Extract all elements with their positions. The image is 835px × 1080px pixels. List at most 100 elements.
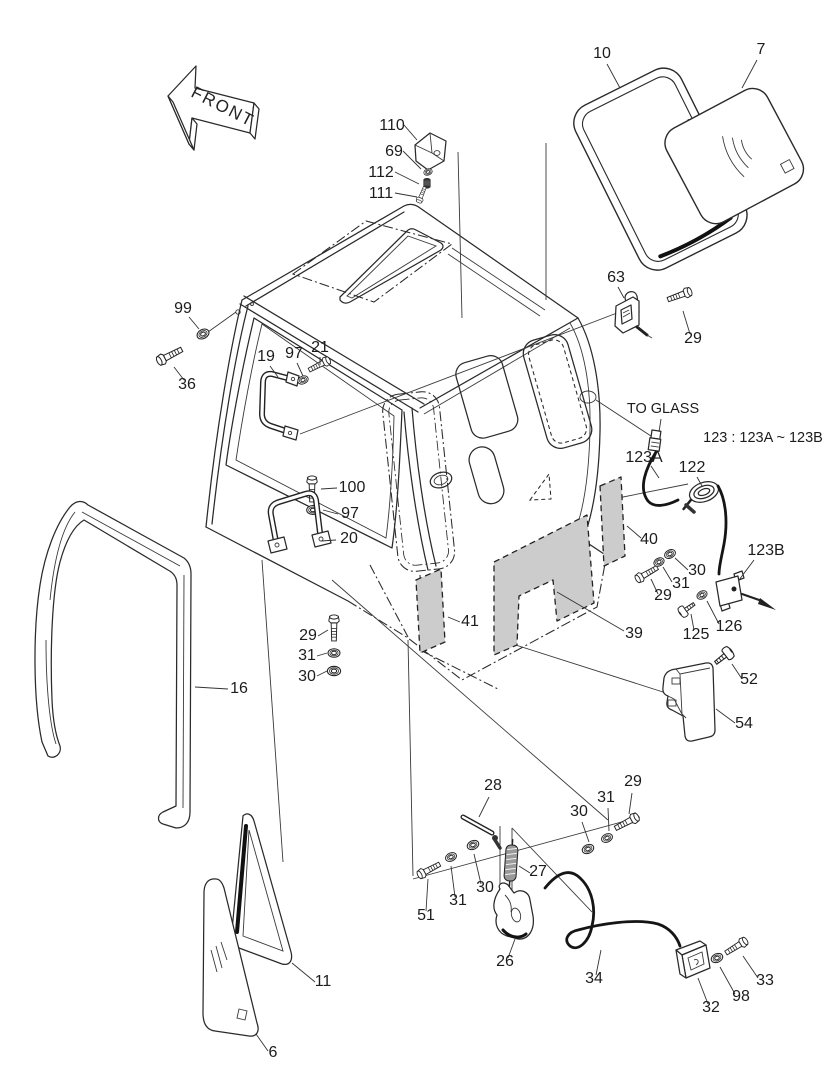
part-label-29d: 29 <box>299 627 317 644</box>
note-to-glass: TO GLASS <box>627 401 699 417</box>
part-label-110: 110 <box>379 117 405 134</box>
part-label-100: 100 <box>339 479 366 496</box>
leader-lines <box>173 59 759 1052</box>
part-label-26: 26 <box>496 953 514 970</box>
part-label-32: 32 <box>702 999 720 1016</box>
part-label-125: 125 <box>683 626 710 643</box>
part-label-10: 10 <box>593 45 611 62</box>
part-label-31a: 31 <box>449 892 467 909</box>
part-label-33: 33 <box>756 972 774 989</box>
handle-20 <box>267 490 332 554</box>
part-label-28: 28 <box>484 777 502 794</box>
striker-63 <box>614 291 653 339</box>
washer-30d <box>326 665 342 677</box>
part-label-29c: 29 <box>654 587 672 604</box>
part-label-97b: 97 <box>341 505 359 522</box>
vent-window-glass-6 <box>202 878 259 1037</box>
part-label-123b: 123B <box>747 542 784 559</box>
washer-30a <box>465 838 481 852</box>
release-cable-assembly <box>543 871 750 979</box>
washer-31a <box>443 850 459 864</box>
part-label-31c: 31 <box>672 575 690 592</box>
door-latch-assembly <box>412 811 642 940</box>
part-label-27: 27 <box>529 863 547 880</box>
part-label-29a: 29 <box>684 330 702 347</box>
rod-28 <box>460 814 502 850</box>
washer-31c <box>651 555 667 569</box>
witness-lines <box>207 143 689 877</box>
part-label-69: 69 <box>385 143 403 160</box>
coil-122 <box>682 481 720 511</box>
handle-19 <box>259 370 300 441</box>
vent-window-seal-11 <box>230 813 293 966</box>
grommet-99 <box>194 326 212 342</box>
part-label-51: 51 <box>417 907 435 924</box>
part-label-52: 52 <box>740 671 758 688</box>
part-label-112: 112 <box>368 164 394 181</box>
part-label-39: 39 <box>625 625 643 642</box>
grommet-69 <box>422 167 434 177</box>
part-label-31d: 31 <box>298 647 316 664</box>
note-range-123: 123 : 123A ~ 123B <box>703 430 823 446</box>
part-label-122: 122 <box>679 459 706 476</box>
part-label-20: 20 <box>340 530 358 547</box>
wire-harness-123 <box>633 429 776 620</box>
part-label-54: 54 <box>735 715 753 732</box>
part-label-30b: 30 <box>570 803 588 820</box>
bolt-stack-left <box>326 614 342 677</box>
part-label-30d: 30 <box>298 668 316 685</box>
cover-54 <box>662 662 716 742</box>
bolt-29b <box>612 811 642 834</box>
bolt-33 <box>722 935 750 958</box>
washer-31d <box>327 648 341 658</box>
bolt-51 <box>415 859 443 881</box>
panel-41 <box>415 568 446 654</box>
part-label-41: 41 <box>461 613 479 630</box>
washer-30b <box>580 842 596 856</box>
switch-123b <box>715 570 776 612</box>
spring-27 <box>503 839 519 887</box>
part-label-21: 21 <box>311 339 329 356</box>
bolt-36 <box>154 344 185 368</box>
screw-125 <box>676 598 698 620</box>
part-label-30c: 30 <box>688 562 706 579</box>
part-label-63: 63 <box>607 269 625 286</box>
part-label-126: 126 <box>716 618 743 635</box>
washer-98 <box>709 951 725 965</box>
part-label-29b: 29 <box>624 773 642 790</box>
part-label-98: 98 <box>732 988 750 1005</box>
cab-body <box>205 203 608 691</box>
latch-lever-26 <box>493 882 535 940</box>
part-rear-window-glass-7 <box>664 87 805 225</box>
part-label-16: 16 <box>230 680 248 697</box>
bolt-111 <box>415 185 429 205</box>
bolt-29d <box>328 614 340 642</box>
washer-126 <box>694 588 710 602</box>
part-label-111: 111 <box>369 185 393 202</box>
part-label-34: 34 <box>585 970 603 987</box>
part-label-123a: 123A <box>625 449 663 466</box>
part-label-40: 40 <box>640 531 658 548</box>
part-label-99: 99 <box>174 300 192 317</box>
cable-34 <box>543 871 682 950</box>
part-label-19: 19 <box>257 348 275 365</box>
part-label-6: 6 <box>269 1044 278 1061</box>
connector-123a <box>647 429 662 452</box>
front-arrow: FRONT <box>167 65 260 151</box>
insulation-panels <box>415 476 626 656</box>
part-label-31b: 31 <box>597 789 615 806</box>
part-label-30a: 30 <box>476 879 494 896</box>
part-label-97a: 97 <box>285 345 303 362</box>
striker-32 <box>675 940 711 979</box>
bolt-29a <box>665 285 694 305</box>
door-seal-16 <box>34 500 192 829</box>
panel-40 <box>599 476 626 567</box>
part-label-7: 7 <box>757 41 766 58</box>
part-labels: 110 69 112 111 10 7 63 29 99 36 19 97 21… <box>174 41 823 1061</box>
mirror-bracket-110 <box>414 132 447 205</box>
part-label-36: 36 <box>178 376 196 393</box>
part-label-11: 11 <box>315 973 332 990</box>
washer-31b <box>599 831 615 845</box>
